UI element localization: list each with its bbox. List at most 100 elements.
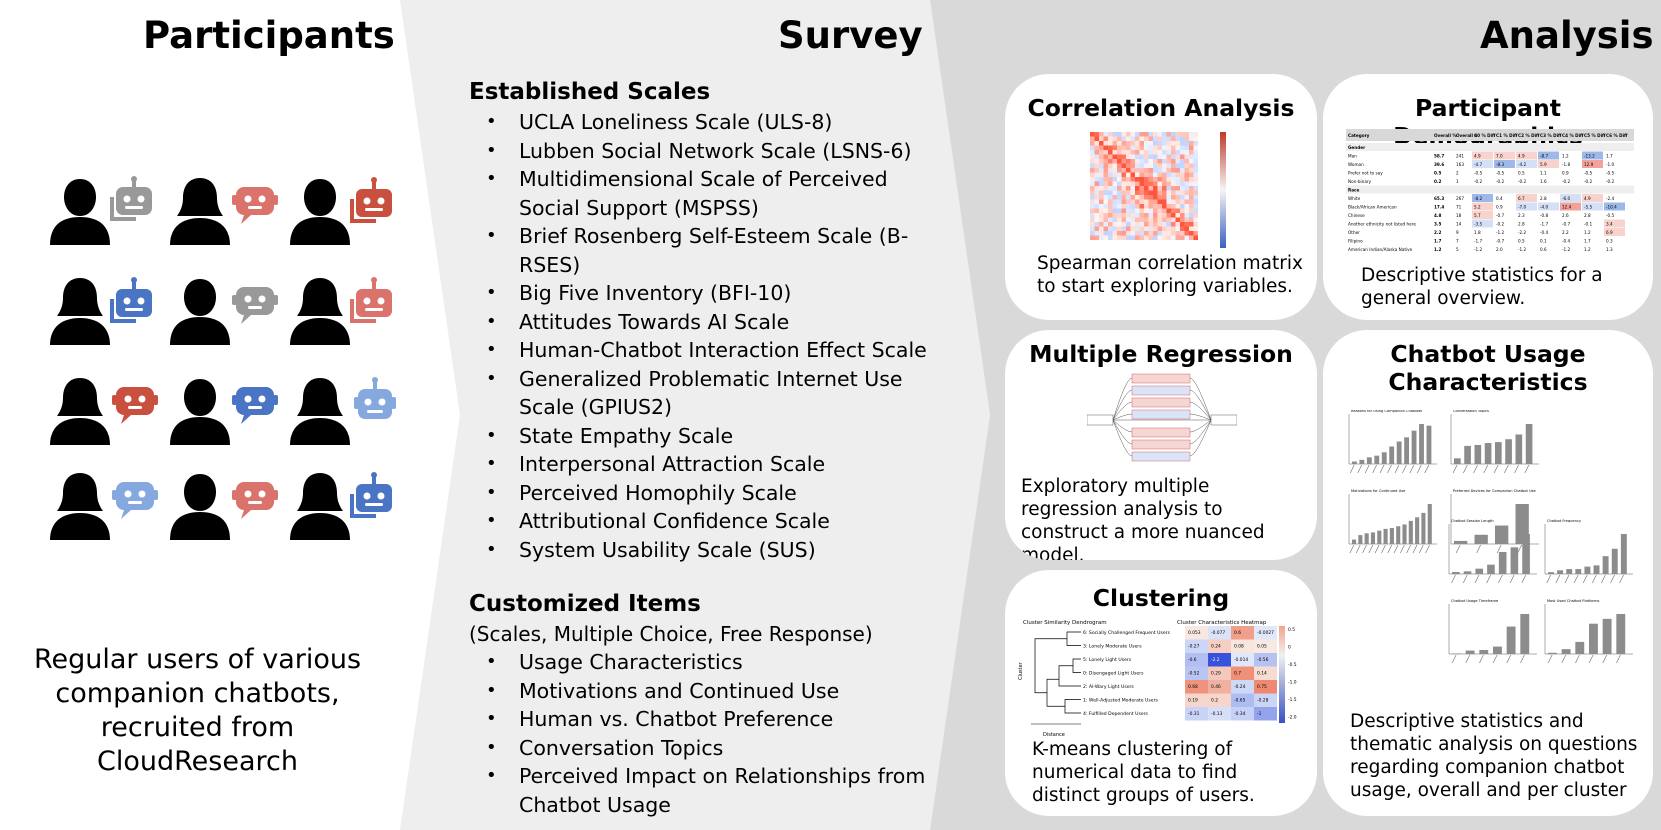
heatmap-cell [1162,154,1167,159]
bar [1575,641,1585,654]
table-cell: 5 [1456,247,1459,252]
heatmap-value: -0.28 [1257,698,1269,704]
tick-label-stub [1409,464,1415,474]
regression-card: Multiple Regression Exploratory multiple… [1005,330,1317,560]
heatmap-cell [1144,154,1149,159]
heatmap-cell [1175,217,1180,222]
table-header-cell: C2 % Diff [1518,133,1540,138]
table-cell-bg [1472,202,1493,211]
heatmap-cell [1103,154,1108,159]
heatmap-cell [1117,235,1122,240]
table-cell: 2.3 [1518,213,1525,218]
heatmap-cell [1103,168,1108,173]
table-cell: 1.2 [1434,247,1442,252]
bar [1525,424,1533,464]
list-item: Conversation Topics [469,734,949,763]
user-icon [50,179,110,245]
heatmap-cell [1184,186,1189,191]
heatmap-cell [1208,680,1231,694]
heatmap-cell [1139,150,1144,155]
heatmap-cell [1171,217,1176,222]
clustering-card: Clustering Cluster Similarity Dendrogram… [1005,570,1317,816]
heatmap-cell [1175,177,1180,182]
heatmap-cell [1099,231,1104,236]
heatmap-cell [1099,235,1104,240]
list-item: Multidimensional Scale of Perceived Soci… [469,165,949,222]
heatmap-cell [1099,132,1104,137]
heatmap-cell [1166,136,1171,141]
heatmap-cell [1103,231,1108,236]
heatmap-cell [1108,177,1113,182]
table-cell: -0.5 [1606,213,1615,218]
heatmap-cell [1193,163,1198,168]
tick-label-stub [1368,544,1374,554]
colorbar-tick: 0 [1288,645,1291,651]
heatmap-cell [1171,136,1176,141]
heatmap-cell [1180,163,1185,168]
heatmap-cell [1121,186,1126,191]
tick-label-stub [1425,544,1430,554]
heatmap-cell [1135,154,1140,159]
heatmap-cell [1171,190,1176,195]
heatmap-cell [1175,190,1180,195]
table-cell-bg [1472,219,1493,228]
heatmap-cell [1171,168,1176,173]
demographics-description: Descriptive statistics for a general ove… [1361,265,1603,309]
heatmap-cell [1117,145,1122,150]
heatmap-cell [1135,235,1140,240]
heatmap-value: 0.29 [1211,671,1221,677]
heatmap-cell [1157,159,1162,164]
bar [1566,569,1573,574]
heatmap-cell [1103,172,1108,177]
bar [1493,646,1502,654]
table-cell: -7.0 [1518,205,1527,210]
heatmap-cell [1108,208,1113,213]
heatmap-cell [1208,693,1231,707]
heatmap-cell [1144,136,1149,141]
bar [1364,533,1369,544]
heatmap-cell [1112,145,1117,150]
heatmap-cell [1148,132,1153,137]
heatmap-cell [1153,177,1158,182]
tick-label-stub [1455,544,1461,554]
usage-title: Chatbot Usage Characteristics [1388,340,1588,396]
heatmap-cell [1180,181,1185,186]
heatmap-cell [1185,693,1208,707]
heatmap-cell [1171,181,1176,186]
dendrogram-branch [1066,631,1081,646]
heatmap-cell [1112,213,1117,218]
heatmap-value: -0.56 [1257,657,1269,663]
table-cell-bg [1494,160,1515,168]
heatmap-cell [1180,231,1185,236]
heatmap-cell [1157,235,1162,240]
heatmap-cell [1112,172,1117,177]
bar [1522,534,1530,574]
tick-label-stub [1483,464,1489,474]
heatmap-cell [1180,141,1185,146]
heatmap-cell [1144,217,1149,222]
bar [1548,572,1554,574]
heatmap-cell [1135,172,1140,177]
list-item: Generalized Problematic Internet Use Sca… [469,365,949,422]
heatmap-cell [1148,217,1153,222]
table-cell: 2.2 [1562,230,1569,235]
dendrogram-branch [1058,665,1081,687]
heatmap-cell [1193,217,1198,222]
heatmap-cell [1121,177,1126,182]
table-header-bg [1346,129,1634,141]
heatmap-cell [1148,204,1153,209]
tick-label-stub [1521,574,1527,584]
heatmap-cell [1121,199,1126,204]
table-cell: -4.2 [1518,162,1527,167]
heatmap-cell [1184,154,1189,159]
heatmap-cell [1117,213,1122,218]
heatmap-cell [1126,204,1131,209]
heatmap-cell [1157,177,1162,182]
heatmap-cell [1117,181,1122,186]
heatmap-cell [1094,208,1099,213]
heatmap-cell [1117,141,1122,146]
list-item: Lubben Social Network Scale (LSNS-6) [469,137,949,166]
heatmap-cell [1130,136,1135,141]
heatmap-cell [1166,231,1171,236]
heatmap-cell [1121,150,1126,155]
